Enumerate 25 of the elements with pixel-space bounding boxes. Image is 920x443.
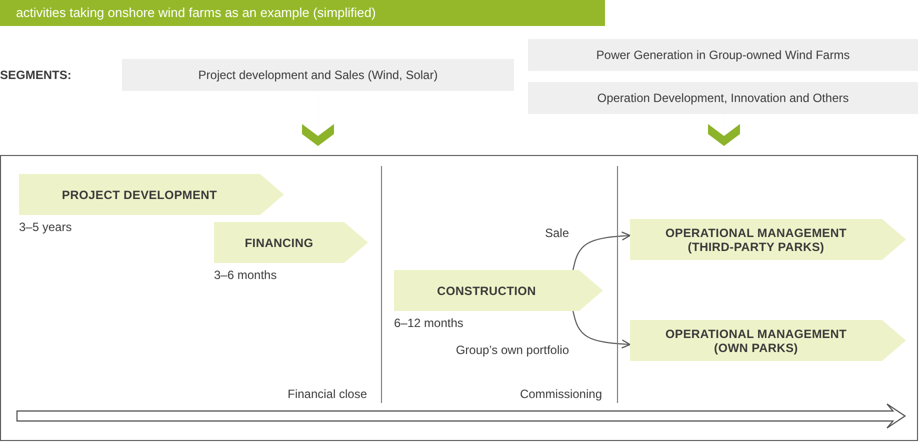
step-label: FINANCING (244, 236, 314, 250)
segment-label: Project development and Sales (Wind, Solar) (198, 68, 438, 82)
milestone-label: Financial close (288, 387, 367, 401)
phase-banner (214, 222, 368, 263)
phase-banner (630, 219, 906, 260)
duration-label: 3–6 months (214, 268, 277, 282)
edge-label: Sale (544, 226, 569, 240)
segments-heading: SEGMENTS: (0, 68, 72, 82)
arrow (572, 310, 631, 349)
duration-label: 6–12 months (394, 316, 464, 330)
segment-label: Power Generation in Group-owned Wind Farms (596, 48, 850, 62)
edge-label: Group’s own portfolio (456, 342, 569, 356)
step-label: OPERATIONAL MANAGEMENT (THIRD-PARTY PARKS) (664, 226, 848, 254)
arrow (572, 231, 631, 270)
step-label: OPERATIONAL MANAGEMENT (OWN PARKS) (664, 326, 848, 354)
milestone-label: Commissioning (520, 387, 602, 401)
duration-label: 3–5 years (19, 220, 72, 234)
segment-label: Operation Development, Innovation and Others (597, 91, 849, 105)
phase-banner (19, 174, 284, 215)
title-banner: activities taking onshore wind farms as an example (simplified) (0, 0, 605, 26)
step-label: PROJECT DEVELOPMENT (62, 188, 218, 202)
timeline-frame (0, 155, 918, 441)
phase-banner (630, 320, 906, 361)
step-label: CONSTRUCTION (436, 284, 536, 298)
phase-banner (394, 270, 603, 311)
